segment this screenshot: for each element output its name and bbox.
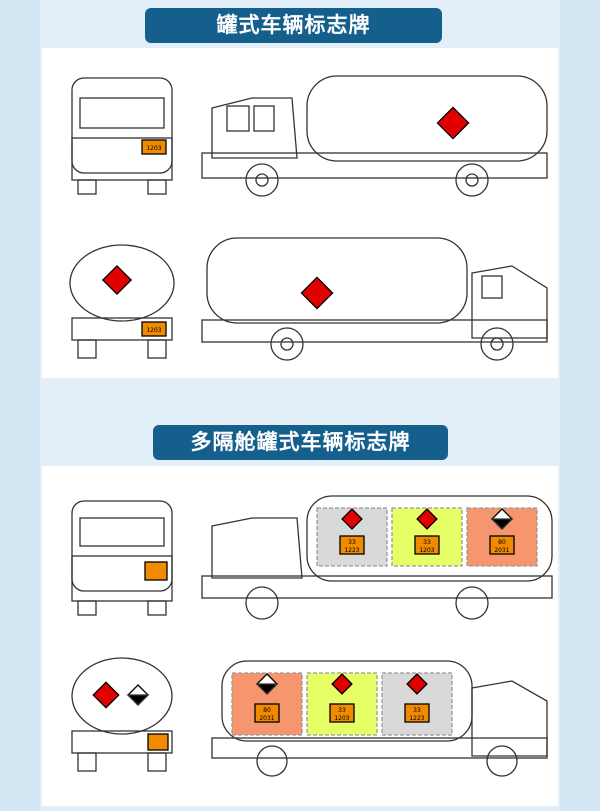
drawing-part [280, 337, 294, 351]
multi-tank-side-view-reversed: 80 2031 33 1203 33 1223 [211, 660, 548, 777]
drawing-part [71, 77, 173, 174]
drawing-part [92, 681, 120, 709]
drawing-part [339, 535, 365, 555]
plate-un: 2031 [259, 715, 274, 722]
rear-plate-text: 1203 [146, 327, 161, 334]
drawing-part [77, 600, 97, 616]
tank-vehicle-panel: 1203 1203 [42, 48, 558, 378]
drawing-part [201, 319, 548, 343]
drawing-part [71, 657, 173, 735]
drawing-part [211, 737, 548, 759]
drawing-part [481, 275, 503, 299]
drawing-part [455, 586, 489, 620]
drawing-part [141, 139, 167, 155]
drawing-part [406, 673, 428, 695]
drawing-part [300, 276, 334, 310]
drawing-part [126, 694, 150, 706]
drawing-part [471, 680, 548, 757]
drawing-part [414, 535, 440, 555]
drawing-part [253, 105, 275, 132]
tank-rear-view-2 [71, 657, 173, 772]
drawing-part [211, 97, 298, 159]
drawing-part [77, 339, 97, 359]
drawing-part [490, 518, 514, 530]
drawing-part [256, 745, 288, 777]
drawing-part [254, 703, 430, 723]
drawing-part [490, 337, 504, 351]
drawing-part [339, 535, 515, 555]
plate-un: 1203 [419, 547, 434, 554]
truck-front-view: 1203 [71, 77, 173, 195]
drawing-part [77, 752, 97, 772]
plate-hazard: 33 [423, 539, 431, 546]
truck-side-view [201, 75, 548, 197]
plate-un: 1223 [344, 547, 359, 554]
drawing-part [471, 265, 548, 339]
multi-compartment-panel: 33 1223 33 1203 80 2031 80 2031 33 1203 … [42, 466, 558, 806]
drawing-part [436, 106, 470, 140]
drawing-part [79, 517, 165, 547]
drawing-part [147, 733, 169, 751]
drawing-part [144, 561, 168, 581]
tank-rear-view: 1203 [69, 244, 175, 359]
truck-front-view-2 [71, 500, 173, 616]
drawing-part [480, 327, 514, 361]
drawing-part [77, 179, 97, 195]
drawing-part [147, 339, 167, 359]
drawing-part: 80 2031 33 1203 33 1223 [259, 707, 424, 722]
drawing-part [465, 173, 479, 187]
drawing-part [489, 535, 515, 555]
drawing-part [245, 163, 279, 197]
drawing-part [79, 97, 165, 129]
drawing-part [404, 703, 430, 723]
right-border [560, 0, 600, 811]
drawing-part [69, 244, 175, 322]
plate-un: 1203 [334, 715, 349, 722]
drawing-part [71, 500, 173, 592]
drawing-part [71, 137, 173, 181]
drawing-part [416, 508, 438, 530]
drawing-part [141, 321, 167, 337]
drawing-part: 33 1223 33 1203 80 2031 [344, 539, 509, 554]
front-plate-text: 1203 [146, 145, 161, 152]
plate-hazard: 33 [348, 539, 356, 546]
plate-hazard: 33 [413, 707, 421, 714]
truck-side-view-reversed [201, 237, 548, 361]
drawing-part [455, 163, 489, 197]
drawing-part [270, 327, 304, 361]
drawing-part [341, 508, 363, 530]
plate-un: 1223 [409, 715, 424, 722]
drawing-part [211, 517, 303, 579]
drawing-part [201, 575, 553, 599]
drawing-part [255, 173, 269, 187]
drawing-part [71, 317, 173, 341]
drawing-part [306, 75, 548, 162]
drawing-part [255, 683, 279, 695]
plate-un: 2031 [494, 547, 509, 554]
drawing-part [329, 703, 355, 723]
drawing-part [306, 495, 553, 582]
drawing-part [147, 600, 167, 616]
drawing-part [245, 586, 279, 620]
section-title-multi-compartment: 多隔舱罐式车辆标志牌 [153, 425, 448, 460]
plate-hazard: 80 [263, 707, 271, 714]
multi-tank-side-view: 33 1223 33 1203 80 2031 [201, 495, 553, 620]
plate-hazard: 33 [338, 707, 346, 714]
section-title-tank: 罐式车辆标志牌 [145, 8, 442, 43]
drawing-part [147, 179, 167, 195]
drawing-part [331, 673, 353, 695]
drawing-part [101, 264, 133, 296]
drawing-part [206, 237, 468, 324]
drawing-part [486, 745, 518, 777]
drawing-part [71, 730, 173, 754]
drawing-part [254, 703, 280, 723]
drawing-part [226, 105, 250, 132]
drawing-part [71, 555, 173, 602]
drawing-part [201, 152, 548, 179]
left-border [0, 0, 40, 811]
drawing-part [147, 752, 167, 772]
plate-hazard: 80 [498, 539, 506, 546]
